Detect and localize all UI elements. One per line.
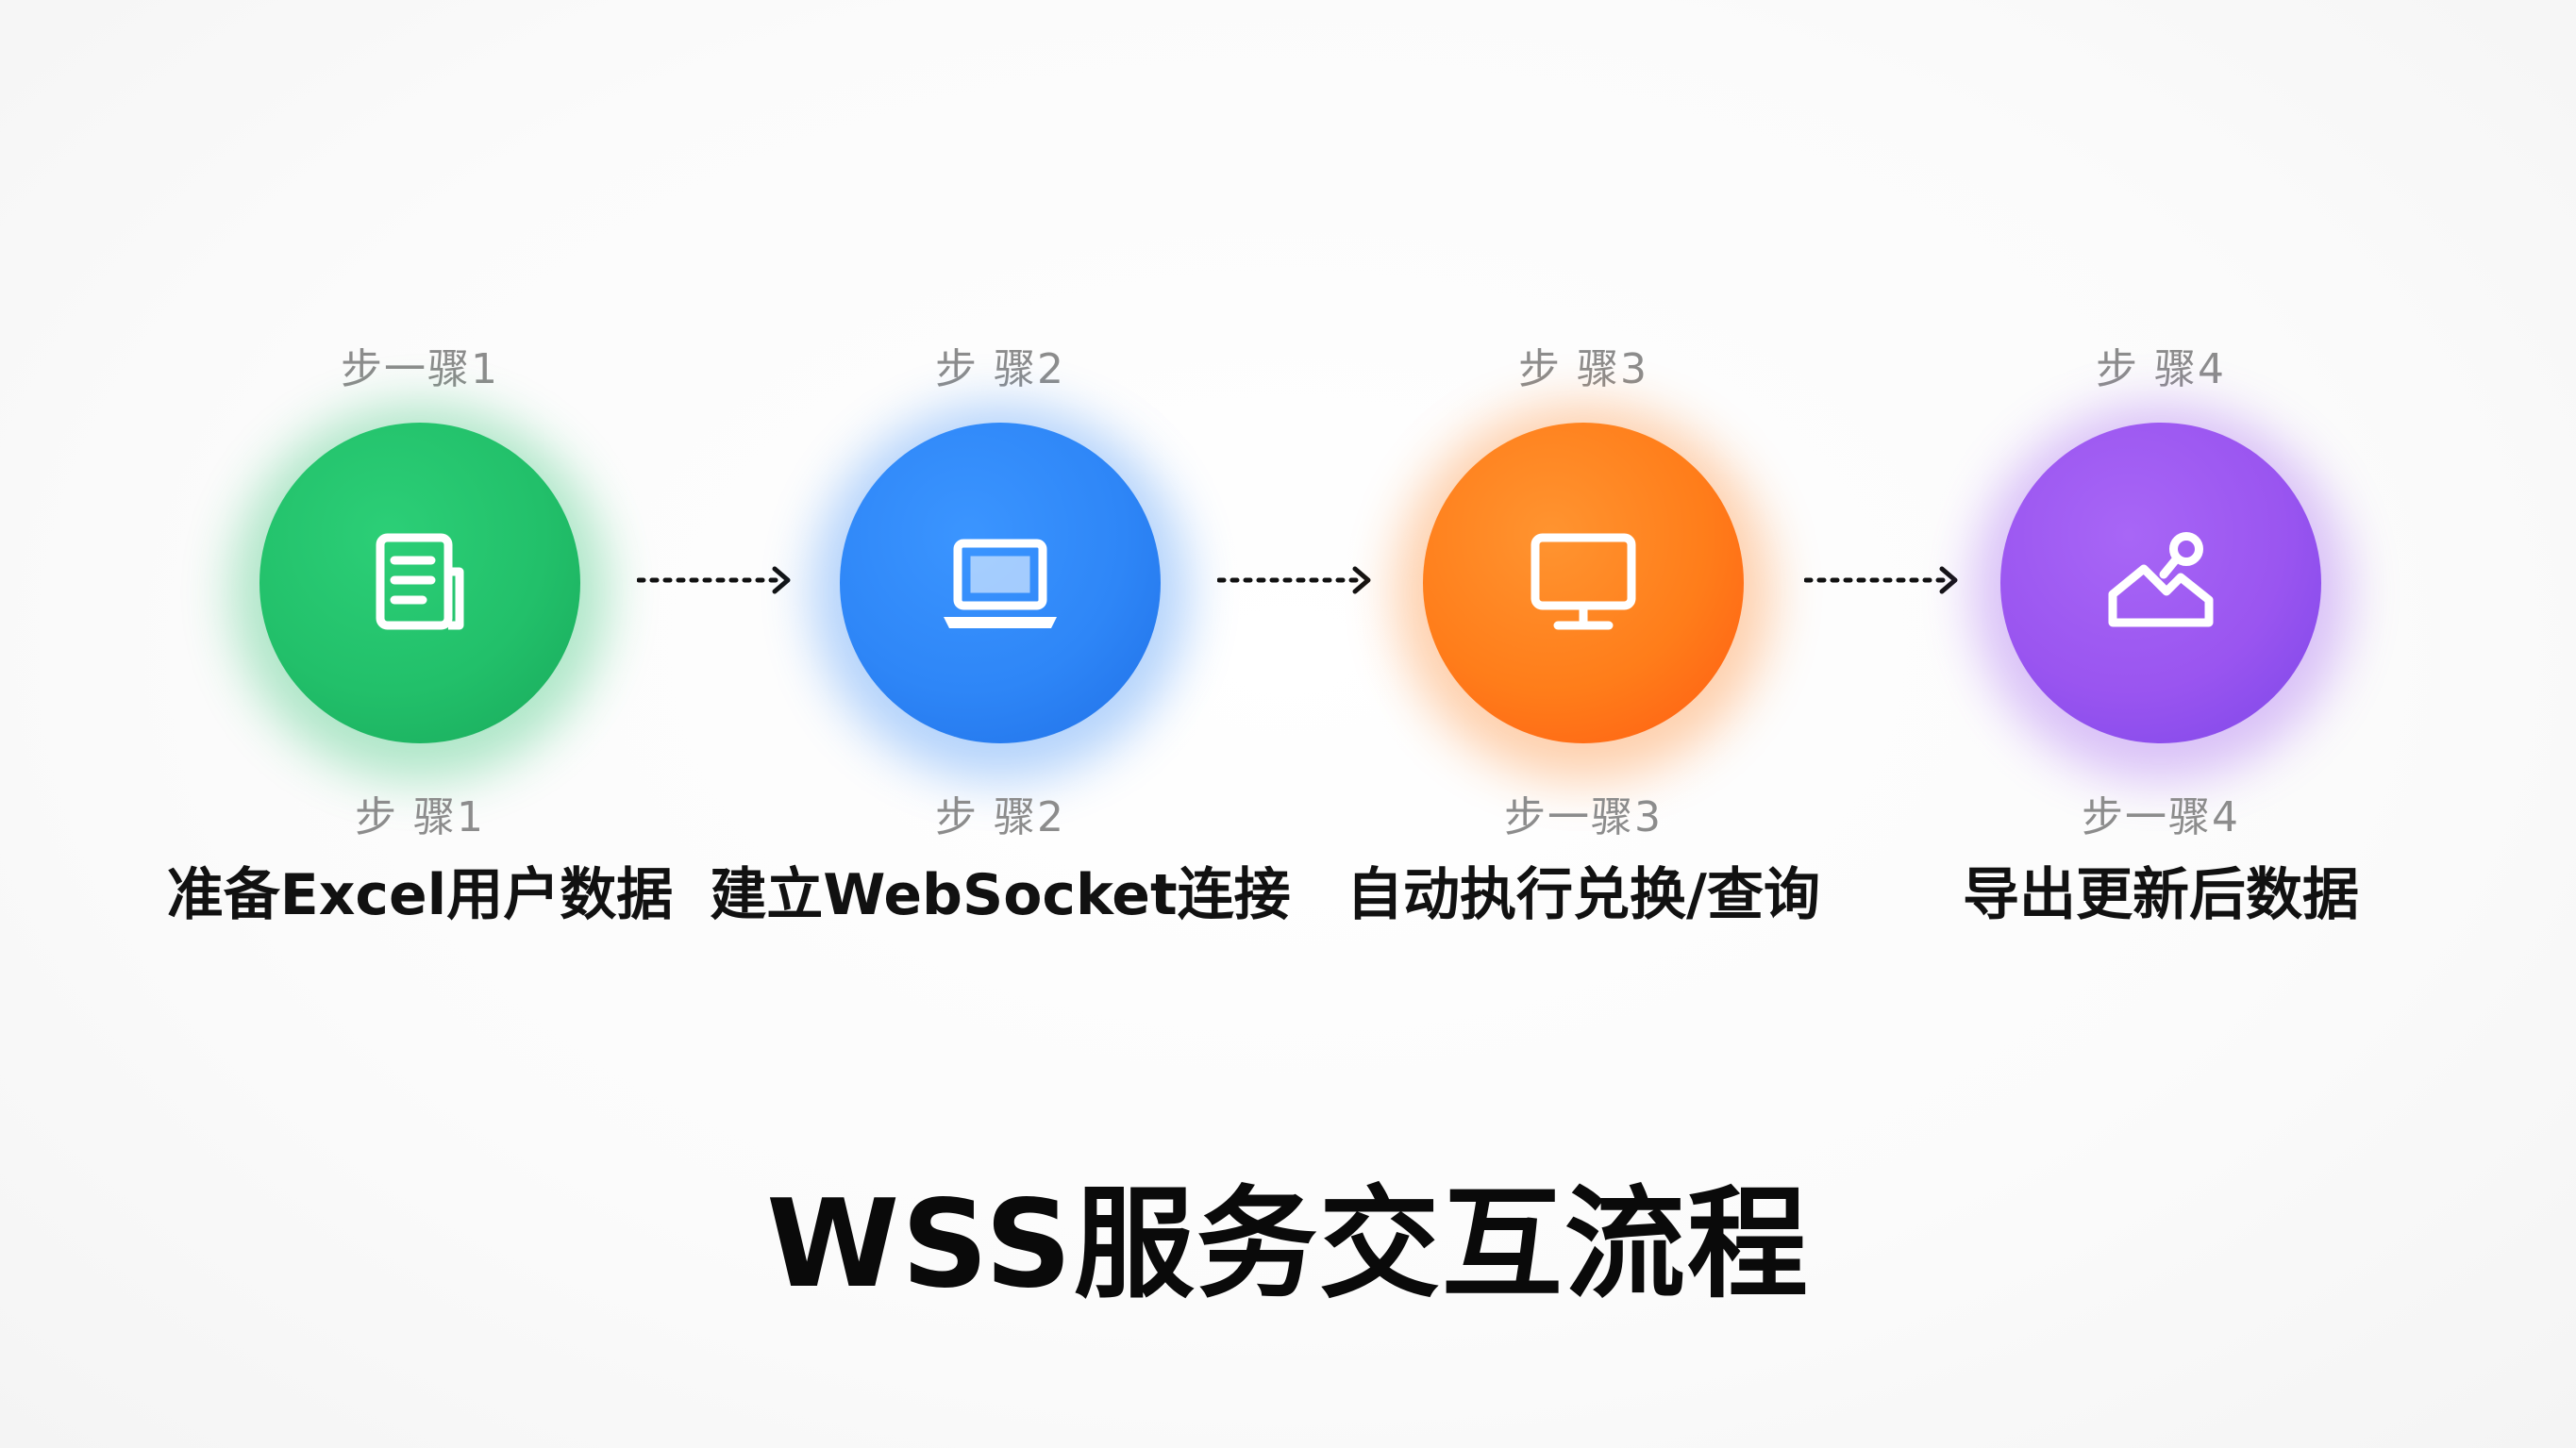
step-2-title: 建立WebSocket连接 bbox=[710, 862, 1291, 928]
connector-arrow-3 bbox=[1804, 566, 1958, 594]
step-4-title: 导出更新后数据 bbox=[1963, 862, 2359, 928]
step-1-top-label: 步一骤1 bbox=[341, 345, 499, 393]
step-4-top-label: 步 骤4 bbox=[2096, 345, 2226, 393]
step-4-bottom-label: 步一骤4 bbox=[2082, 793, 2240, 841]
step-4: 步 骤4 步一骤4 导出更新后数据 bbox=[1859, 0, 2463, 943]
step-3-title: 自动执行兑换/查询 bbox=[1347, 862, 1820, 928]
step-3-node bbox=[1395, 404, 1772, 781]
step-1-title: 准备Excel用户数据 bbox=[166, 862, 674, 928]
step-2-circle bbox=[840, 423, 1161, 743]
step-4-node bbox=[1972, 404, 2350, 781]
step-3-top-label: 步 骤3 bbox=[1518, 345, 1648, 393]
connector-arrow-1 bbox=[637, 566, 791, 594]
step-2-node bbox=[811, 404, 1189, 781]
step-1-bottom-label: 步 骤1 bbox=[355, 793, 485, 841]
step-3: 步 骤3 步一骤3 自动执行兑换/查询 bbox=[1281, 0, 1885, 943]
step-1-circle bbox=[259, 423, 580, 743]
document-icon bbox=[376, 533, 464, 630]
step-1-node bbox=[231, 404, 609, 781]
connector-arrow-2 bbox=[1217, 566, 1371, 594]
step-2-bottom-label: 步 骤2 bbox=[935, 793, 1065, 841]
chart-export-icon bbox=[2108, 532, 2214, 627]
laptop-icon bbox=[944, 539, 1057, 628]
monitor-icon bbox=[1531, 533, 1636, 630]
diagram-title: WSS服务交互流程 bbox=[766, 1174, 1810, 1315]
step-3-bottom-label: 步一骤3 bbox=[1504, 793, 1663, 841]
step-4-circle bbox=[2000, 423, 2321, 743]
step-1: 步一骤1 步 骤1 准备Excel用户数据 bbox=[118, 0, 722, 943]
step-3-circle bbox=[1423, 423, 1744, 743]
step-2-top-label: 步 骤2 bbox=[935, 345, 1065, 393]
step-2: 步 骤2 步 骤2 建立WebSocket连接 bbox=[698, 0, 1302, 943]
